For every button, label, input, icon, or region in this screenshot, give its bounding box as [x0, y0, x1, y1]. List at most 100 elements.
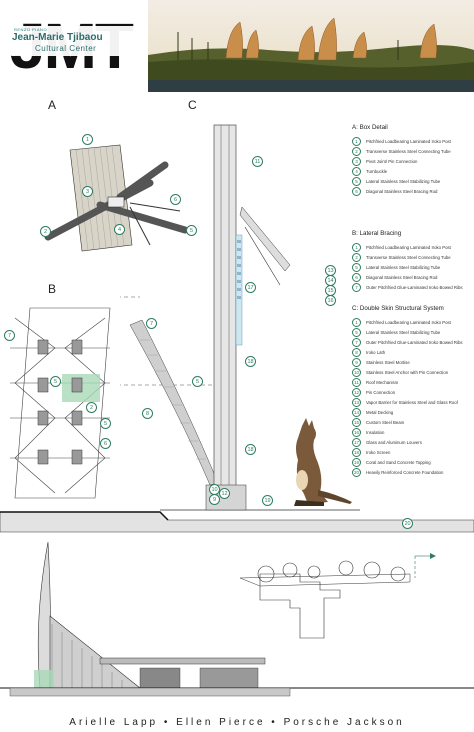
- legend-item: 16 Insulation: [352, 427, 472, 437]
- callout-c-8: 8: [142, 408, 153, 419]
- legend-item-number: 11: [352, 377, 361, 387]
- callout-c-19: 19: [262, 495, 273, 506]
- legend-title-double-skin: C: Double Skin Structural System: [352, 305, 444, 312]
- legend-item: 5 Lateral Stainless Steel Stabilizing Tub…: [352, 176, 472, 186]
- legend-item-number: 6: [352, 272, 361, 282]
- callout-a-2: 2: [40, 226, 51, 237]
- legend-item-number: 10: [352, 367, 361, 377]
- legend-item-number: 1: [352, 317, 361, 327]
- legend-item: 14 Metal Decking: [352, 407, 472, 417]
- legend-item: 7 Outer Pitchfried Glue-Laminated Iroko B…: [352, 337, 472, 347]
- legend-item-number: 20: [352, 467, 361, 477]
- legend-item: 2 Transverse Stainless Steel Connecting T…: [352, 146, 472, 156]
- callout-a-3: 3: [82, 186, 93, 197]
- legend-item-text: Iroko Lath: [366, 349, 386, 355]
- legend-item-number: 1: [352, 242, 361, 252]
- legend-item-number: 19: [352, 457, 361, 467]
- legend-item-number: 5: [352, 176, 361, 186]
- legend-item: 13 Vapor Barrier for Stainless Steel and …: [352, 397, 472, 407]
- legend-item-text: Transverse Stainless Steel Connecting Tu…: [366, 254, 451, 260]
- legend-item: 10 Stainless Steel Anchor with Pin Connec…: [352, 367, 472, 377]
- callout-b-5: 5: [50, 376, 61, 387]
- legend-item-text: Pitchfried Loadbearing Laminated Iroko P…: [366, 244, 451, 250]
- legend-item-text: Iroko Screen: [366, 449, 391, 455]
- legend-item-number: 12: [352, 387, 361, 397]
- legend-item-text: Stainless Steel Mortise: [366, 359, 410, 365]
- callout-c-12: 12: [219, 488, 230, 499]
- legend-item-text: Pitchfried Loadbearing Laminated Iroko P…: [366, 319, 451, 325]
- callout-b-7: 7: [4, 330, 15, 341]
- callout-b-5b: 5: [100, 418, 111, 429]
- legend-item-text: Lateral Stainless Steel Stabilizing Tube: [366, 264, 441, 270]
- callout-a-1: 1: [82, 134, 93, 145]
- legend-item: 5 Lateral Stainless Steel Stabilizing Tub…: [352, 262, 472, 272]
- lateral-bracing-drawing: [10, 307, 111, 499]
- legend-item-number: 9: [352, 357, 361, 367]
- legend-item: 18 Iroko Screen: [352, 447, 472, 457]
- authors-credit: Arielle Lapp • Ellen Pierce • Porsche Ja…: [69, 716, 405, 728]
- callout-a-6: 6: [170, 194, 181, 205]
- legend-item: 19 Coral and Sand Concrete Topping: [352, 457, 472, 467]
- legend-item-text: Glass and Aluminum Louvers: [366, 439, 422, 445]
- callout-c-16: 16: [325, 295, 336, 306]
- legend-item-number: 16: [352, 427, 361, 437]
- section-label-b: B: [48, 282, 57, 296]
- legend-item-text: Lateral Stainless Steel Stabilizing Tube: [366, 178, 441, 184]
- callout-a-4: 4: [114, 224, 125, 235]
- legend-double-skin: C: Double Skin Structural System 1 Pitchf…: [352, 305, 472, 477]
- legend-item-number: 3: [352, 156, 361, 166]
- callout-c-18b: 18: [245, 444, 256, 455]
- callout-c-18a: 18: [245, 356, 256, 367]
- legend-item-number: 6: [352, 186, 361, 196]
- legend-item: 5 Lateral Stainless Steel Stabilizing Tub…: [352, 327, 472, 337]
- section-label-c: C: [188, 98, 197, 112]
- kangaroo-scale-figure: [294, 418, 352, 506]
- legend-item: 11 Roof Mechanism: [352, 377, 472, 387]
- title-backdrop: [12, 26, 142, 56]
- legend-title-lateral-bracing: B: Lateral Bracing: [352, 230, 402, 237]
- legend-item-text: Coral and Sand Concrete Topping: [366, 459, 431, 465]
- header-photo: [148, 0, 474, 92]
- legend-lateral-bracing: B: Lateral Bracing 1 Pitchfried Loadbeari…: [352, 230, 472, 292]
- legend-item-number: 2: [352, 252, 361, 262]
- legend-item: 1 Pitchfried Loadbearing Laminated Iroko …: [352, 317, 472, 327]
- legend-item-number: 13: [352, 397, 361, 407]
- legend-item-number: 4: [352, 166, 361, 176]
- legend-item-number: 2: [352, 146, 361, 156]
- ground-section: [0, 511, 474, 533]
- legend-item-number: 5: [352, 262, 361, 272]
- project-subtitle: Cultural Center: [35, 44, 97, 53]
- legend-item-text: Heavily Reinforced Concrete Foundation: [366, 469, 444, 475]
- legend-item-text: Vapor Barrier for Stainless Steel and Gl…: [366, 399, 458, 405]
- legend-item-number: 5: [352, 327, 361, 337]
- legend-item-number: 7: [352, 282, 361, 292]
- legend-item-text: Insulation: [366, 429, 385, 435]
- legend-item-number: 14: [352, 407, 361, 417]
- legend-item-text: Transverse Stainless Steel Connecting Tu…: [366, 148, 451, 154]
- legend-item: 20 Heavily Reinforced Concrete Foundation: [352, 467, 472, 477]
- legend-item-text: Custom Steel Beam: [366, 419, 405, 425]
- legend-item: 2 Transverse Stainless Steel Connecting T…: [352, 252, 472, 262]
- legend-item-text: Roof Mechanism: [366, 379, 399, 385]
- legend-item-text: Metal Decking: [366, 409, 394, 415]
- legend-item-text: Stainless Steel Anchor with Pin Connecti…: [366, 369, 449, 375]
- legend-item-text: Outer Pitchfried Glue-Laminated Iroko Bo…: [366, 284, 463, 290]
- project-title: Jean-Marie Tjibaou: [12, 32, 103, 43]
- architect-label: RENZO PIANO: [14, 27, 48, 32]
- legend-item-number: 17: [352, 437, 361, 447]
- legend-item: 7 Outer Pitchfried Glue-Laminated Iroko B…: [352, 282, 472, 292]
- legend-item-text: Lateral Stainless Steel Stabilizing Tube: [366, 329, 441, 335]
- legend-item-number: 15: [352, 417, 361, 427]
- legend-item-text: Outer Pitchfried Glue-Laminated Iroko Bo…: [366, 339, 463, 345]
- legend-item-text: Diagonal Stainless Steel Bracing Rod: [366, 274, 438, 280]
- legend-item-number: 18: [352, 447, 361, 457]
- callout-a-5: 5: [186, 225, 197, 236]
- legend-title-box-detail: A: Box Detail: [352, 124, 388, 131]
- callout-b-2: 2: [86, 402, 97, 413]
- legend-item-number: 7: [352, 337, 361, 347]
- callout-c-17: 17: [245, 282, 256, 293]
